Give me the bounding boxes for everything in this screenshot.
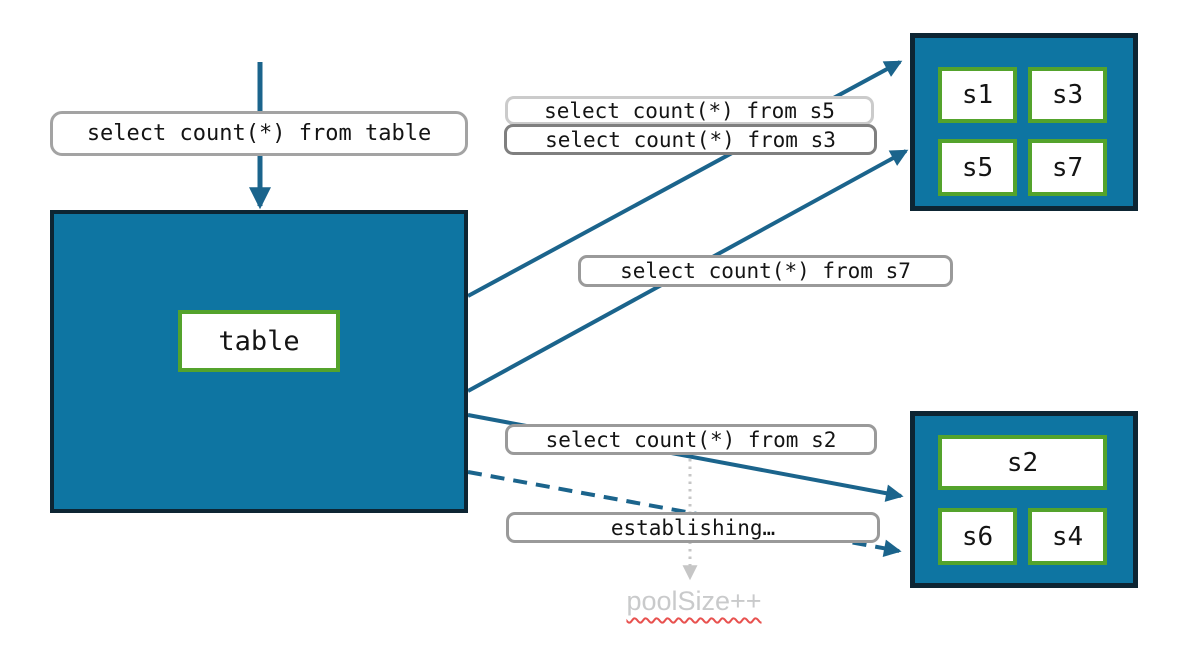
query-label-s7: select count(*) from s7 <box>578 255 953 287</box>
status-label-establishing: establishing… <box>506 512 880 543</box>
query-label-s2: select count(*) from s2 <box>505 424 877 455</box>
query-label-s3: select count(*) from s3 <box>504 124 877 155</box>
poolsize-note: poolSize++ <box>626 586 762 616</box>
shard-node-s3: s3 <box>1028 67 1107 123</box>
table-node-label: table <box>218 325 300 357</box>
shard-label-s2: s2 <box>1006 447 1039 478</box>
shard-label-s5: s5 <box>961 152 994 183</box>
shard-label-s6: s6 <box>961 521 994 552</box>
arrow-table-establishing-dashed <box>467 470 902 557</box>
shard-label-s1: s1 <box>961 80 994 110</box>
shard-label-s7: s7 <box>1051 152 1084 183</box>
shard-node-s5: s5 <box>938 139 1017 196</box>
shard-node-s7: s7 <box>1028 139 1107 196</box>
shard-node-s4: s4 <box>1028 508 1107 565</box>
shard-node-s6: s6 <box>938 508 1017 565</box>
shard-label-s4: s4 <box>1051 521 1084 552</box>
table-node: table <box>178 310 340 372</box>
shard-node-s2: s2 <box>938 435 1107 490</box>
query-label-table: select count(*) from table <box>50 111 468 156</box>
query-label-s5: select count(*) from s5 <box>505 96 874 125</box>
shard-label-s3: s3 <box>1051 80 1084 110</box>
shard-node-s1: s1 <box>938 67 1017 123</box>
